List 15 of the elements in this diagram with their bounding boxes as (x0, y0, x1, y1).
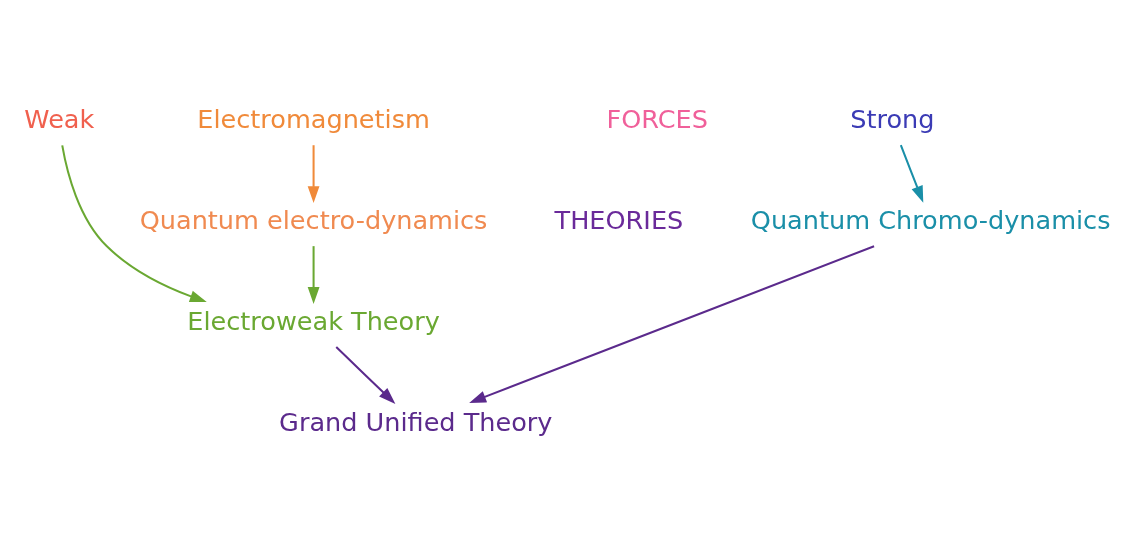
arrow (307, 246, 320, 304)
node-text: Electroweak Theory (187, 306, 440, 337)
arrow (899, 144, 924, 203)
label: THEORIES (554, 205, 684, 236)
node-text: Strong (850, 104, 935, 135)
node-text: Quantum electro-dynamics (139, 205, 488, 236)
node-text: Quantum Chromo-dynamics (750, 205, 1111, 236)
arrow (469, 245, 875, 403)
arrow (335, 346, 396, 404)
node-text: Electromagnetism (197, 104, 430, 135)
node-text: Grand Unified Theory (279, 407, 553, 438)
arrow (307, 145, 320, 204)
node-text: Weak (24, 104, 95, 135)
label: FORCES (606, 104, 708, 135)
arrow (61, 145, 207, 302)
